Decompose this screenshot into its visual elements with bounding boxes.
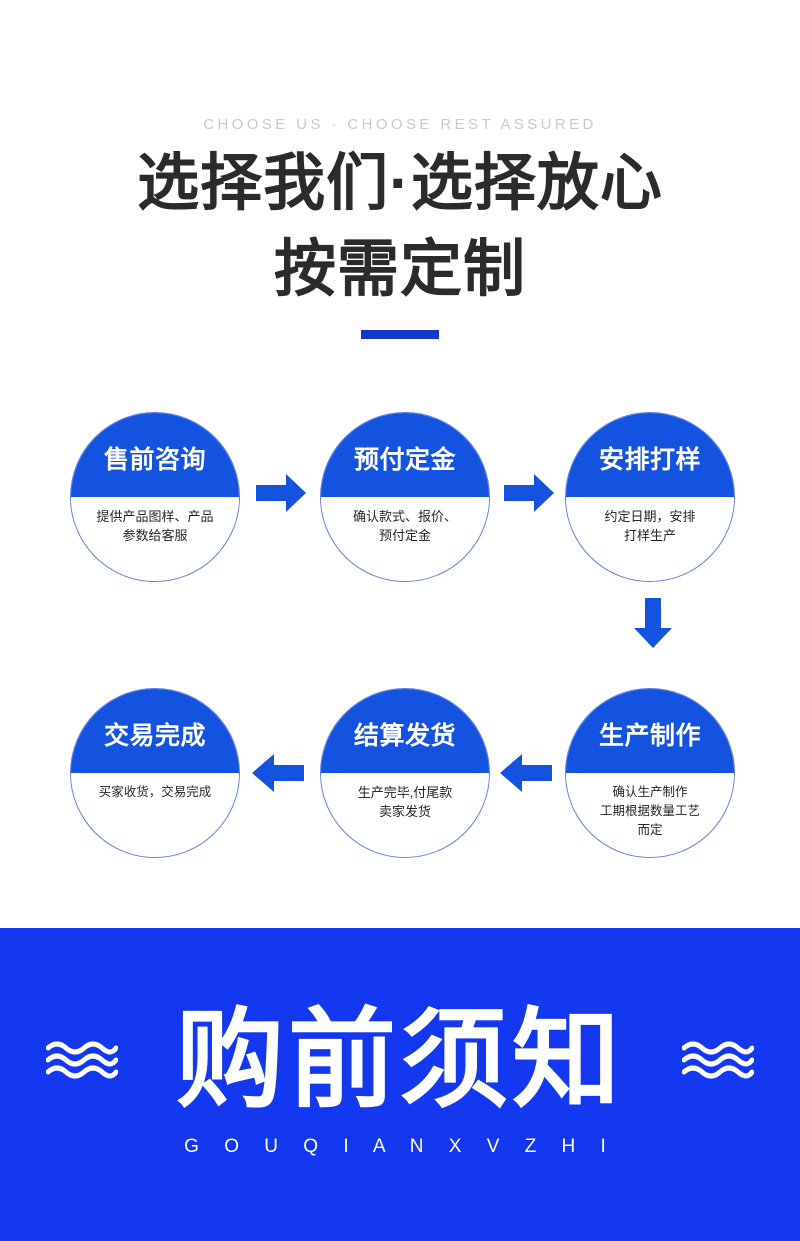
flow-step-body: 确认款式、报价、 预付定金 (321, 497, 489, 581)
flow-step-description: 生产完毕,付尾款 卖家发货 (357, 785, 453, 819)
flow-step-title: 预付定金 (353, 446, 456, 474)
arrow-left-icon (252, 752, 304, 794)
wave-decoration-icon (682, 1040, 754, 1080)
flow-step-description: 买家收货，交易完成 (98, 785, 212, 799)
flow-step-header: 预付定金 (321, 413, 489, 497)
flow-step-body: 提供产品图样、产品 参数给客服 (71, 497, 239, 581)
header-eyebrow: CHOOSE US · CHOOSE REST ASSURED (203, 116, 597, 133)
arrow-left-icon (500, 752, 552, 794)
flow-step-description: 确认生产制作 工期根据数量工艺 而定 (599, 785, 700, 837)
notice-banner: 购前须知 G O U Q I A N X V Z H I (0, 928, 800, 1241)
flow-step-production: 生产制作 确认生产制作 工期根据数量工艺 而定 (565, 688, 735, 858)
flow-step-title: 结算发货 (353, 722, 456, 750)
flow-step-header: 售前咨询 (71, 413, 239, 497)
flow-step-description: 约定日期，安排 打样生产 (604, 509, 696, 543)
arrow-down-icon (632, 598, 674, 648)
flow-step-body: 买家收货，交易完成 (71, 773, 239, 857)
header-section: CHOOSE US · CHOOSE REST ASSURED 选择我们·选择放… (0, 0, 800, 360)
flow-step-header: 交易完成 (71, 689, 239, 773)
flow-step-description: 提供产品图样、产品 参数给客服 (96, 509, 214, 543)
process-flow-diagram: 售前咨询 提供产品图样、产品 参数给客服 预付定金 确认款式、报价、 预付定金 … (70, 412, 735, 858)
flow-step-title: 交易完成 (103, 722, 206, 750)
flow-step-title: 售前咨询 (103, 446, 206, 474)
flow-step-deal-complete: 交易完成 买家收货，交易完成 (70, 688, 240, 858)
flow-step-body: 约定日期，安排 打样生产 (566, 497, 734, 581)
flow-step-settle-ship: 结算发货 生产完毕,付尾款 卖家发货 (320, 688, 490, 858)
flow-step-arrange-sample: 安排打样 约定日期，安排 打样生产 (565, 412, 735, 582)
title-divider (361, 330, 439, 339)
arrow-right-icon (504, 472, 554, 514)
arrow-right-icon (256, 472, 306, 514)
flow-step-description: 确认款式、报价、 预付定金 (352, 509, 457, 543)
flow-step-header: 安排打样 (566, 413, 734, 497)
page-title-line-1: 选择我们·选择放心 (137, 149, 663, 218)
flow-step-header: 结算发货 (321, 689, 489, 773)
banner-title: 购前须知 (175, 999, 624, 1120)
page-title-line-2: 按需定制 (273, 235, 526, 304)
flow-step-body: 生产完毕,付尾款 卖家发货 (321, 773, 489, 857)
flow-step-title: 生产制作 (598, 722, 701, 750)
wave-decoration-icon (46, 1040, 118, 1080)
flow-step-prepay-deposit: 预付定金 确认款式、报价、 预付定金 (320, 412, 490, 582)
flow-step-header: 生产制作 (566, 689, 734, 773)
flow-step-sale-consult: 售前咨询 提供产品图样、产品 参数给客服 (70, 412, 240, 582)
flow-step-body: 确认生产制作 工期根据数量工艺 而定 (566, 773, 734, 857)
banner-pinyin: G O U Q I A N X V Z H I (184, 1136, 616, 1157)
flow-step-title: 安排打样 (598, 446, 701, 474)
